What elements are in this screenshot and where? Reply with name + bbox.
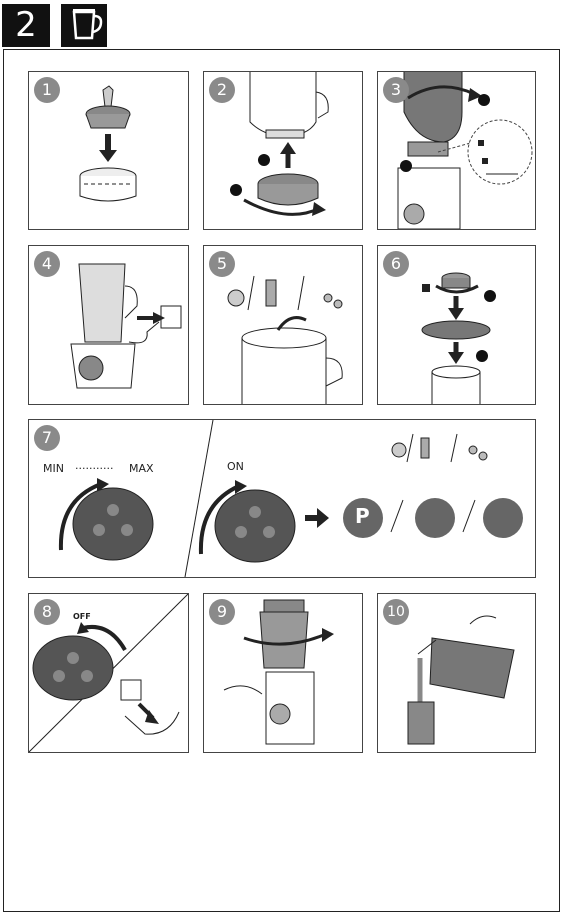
on-label: ON bbox=[227, 460, 244, 473]
jar-base-attach-icon bbox=[230, 72, 329, 216]
max-label: MAX bbox=[129, 462, 154, 475]
step-9-panel: 9 bbox=[203, 593, 363, 753]
step-2-badge: 2 bbox=[209, 77, 235, 103]
pulse-program-label: P bbox=[355, 504, 370, 528]
instruction-frame bbox=[3, 49, 560, 912]
step-7-panel: 7 MIN ··········· MAX ON P bbox=[28, 419, 536, 578]
speed-dial-icon bbox=[58, 420, 523, 577]
blade-assembly-icon bbox=[79, 85, 137, 202]
step-9-badge: 9 bbox=[209, 599, 235, 625]
step-3-panel: 3 bbox=[377, 71, 536, 230]
add-ingredients-icon bbox=[227, 275, 343, 404]
step-3-badge: 3 bbox=[383, 77, 409, 103]
plug-in-icon bbox=[70, 263, 182, 389]
off-label: OFF bbox=[73, 612, 91, 621]
step-10-badge: 10 bbox=[383, 599, 409, 625]
blender-jar-icon bbox=[61, 4, 107, 47]
step-6-badge: 6 bbox=[383, 251, 409, 277]
dots-separator: ··········· bbox=[75, 462, 114, 475]
remove-jar-icon bbox=[223, 599, 334, 745]
step-4-badge: 4 bbox=[34, 251, 60, 277]
step-1-panel: 1 bbox=[28, 71, 189, 230]
step-5-badge: 5 bbox=[209, 251, 235, 277]
lid-lock-icon bbox=[421, 272, 496, 404]
jar-lock-icon bbox=[397, 72, 533, 229]
section-number: 2 bbox=[2, 4, 50, 47]
unplug-icon bbox=[29, 594, 188, 752]
step-2-panel: 2 bbox=[203, 71, 363, 230]
step-8-badge: 8 bbox=[34, 599, 60, 625]
min-label: MIN bbox=[43, 462, 64, 475]
step-10-panel: 10 bbox=[377, 593, 536, 753]
step-4-panel: 4 bbox=[28, 245, 189, 405]
pour-drink-icon bbox=[407, 615, 515, 745]
step-7-badge: 7 bbox=[34, 425, 60, 451]
step-1-badge: 1 bbox=[34, 77, 60, 103]
step-8-panel: 8 OFF bbox=[28, 593, 189, 753]
step-5-panel: 5 bbox=[203, 245, 363, 405]
step-6-panel: 6 bbox=[377, 245, 536, 405]
